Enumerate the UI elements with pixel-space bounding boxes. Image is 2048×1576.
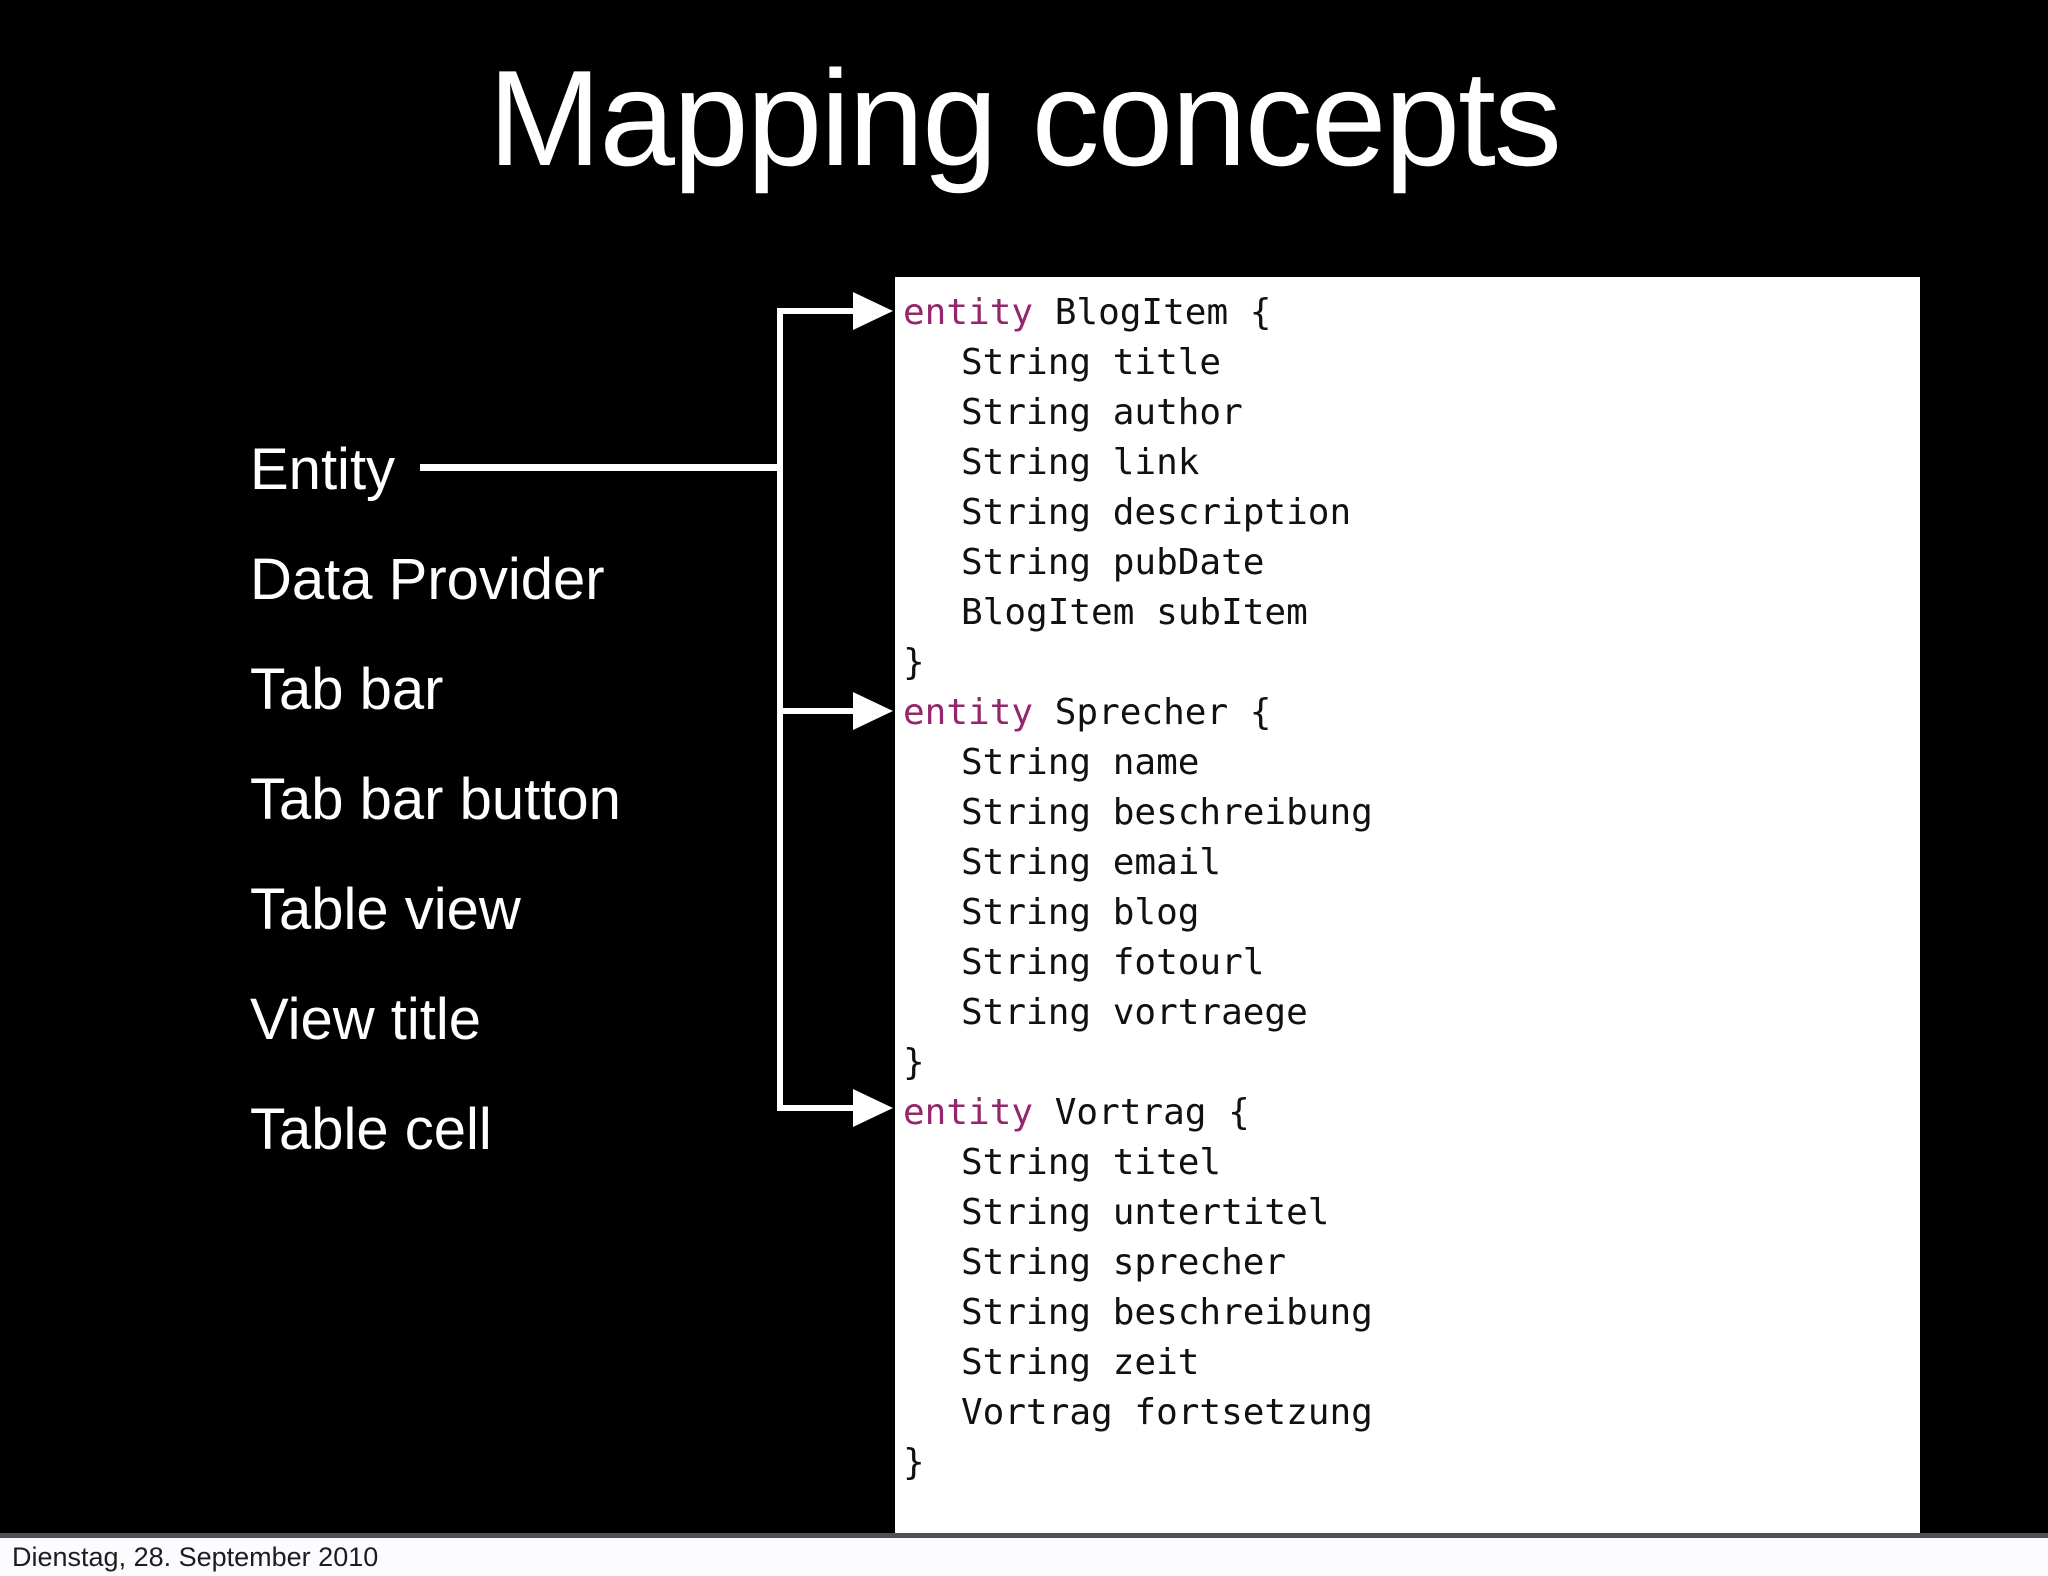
label-data-provider: Data Provider: [250, 547, 605, 612]
arrow-sprecher-shaft: [777, 708, 855, 714]
slide-title: Mapping concepts: [488, 42, 1562, 194]
footer-strip: Dienstag, 28. September 2010: [0, 1538, 2048, 1576]
code-line-close-brace: }: [903, 1442, 925, 1483]
entity-connector-line: [420, 464, 780, 471]
code-line-entity-sprecher: entity Sprecher {: [903, 688, 1920, 738]
code-line-field: String untertitel: [961, 1192, 1330, 1233]
label-table-cell: Table cell: [250, 1097, 492, 1162]
code-line-entity-vortrag: entity Vortrag {: [903, 1088, 1920, 1138]
code-line-field: String link: [961, 442, 1200, 483]
code-line-field: String pubDate: [961, 542, 1265, 583]
code-line-field: String beschreibung: [961, 792, 1373, 833]
code-line-field: String email: [961, 842, 1222, 883]
code-line-field: String sprecher: [961, 1242, 1287, 1283]
footer-date: Dienstag, 28. September 2010: [12, 1542, 379, 1572]
label-tab-bar: Tab bar: [250, 657, 444, 722]
code-line-entity-blogitem: entity BlogItem {: [903, 288, 1920, 338]
code-line-field: String fotourl: [961, 942, 1265, 983]
code-line-close-brace: }: [903, 1042, 925, 1083]
code-line-field: String titel: [961, 1142, 1222, 1183]
code-line-field: String name: [961, 742, 1200, 783]
keyword-entity: entity: [903, 1092, 1034, 1133]
entity-name: Vortrag {: [1033, 1092, 1250, 1133]
keyword-entity: entity: [903, 292, 1034, 333]
code-line-field: String description: [961, 492, 1352, 533]
label-table-view: Table view: [250, 877, 521, 942]
label-view-title: View title: [250, 987, 482, 1052]
keyword-entity: entity: [903, 692, 1034, 733]
arrow-vortrag-head-icon: [853, 1089, 893, 1127]
entity-name: Sprecher {: [1033, 692, 1272, 733]
code-line-field: Vortrag fortsetzung: [961, 1392, 1373, 1433]
code-line-field: BlogItem subItem: [961, 592, 1308, 633]
arrow-blogitem-shaft: [777, 308, 855, 314]
arrow-vortrag-shaft: [777, 1105, 855, 1111]
label-tab-bar-button: Tab bar button: [250, 767, 621, 832]
entity-name: BlogItem {: [1033, 292, 1272, 333]
code-line-field: String beschreibung: [961, 1292, 1373, 1333]
label-entity: Entity: [250, 437, 396, 502]
arrow-sprecher-head-icon: [853, 692, 893, 730]
code-line-field: String zeit: [961, 1342, 1200, 1383]
code-line-field: String title: [961, 342, 1222, 383]
arrow-blogitem-head-icon: [853, 292, 893, 330]
code-line-field: String blog: [961, 892, 1200, 933]
code-line-field: String vortraege: [961, 992, 1308, 1033]
code-line-close-brace: }: [903, 642, 925, 683]
slide-bottom-separator: [0, 1533, 2048, 1538]
code-line-field: String author: [961, 392, 1243, 433]
